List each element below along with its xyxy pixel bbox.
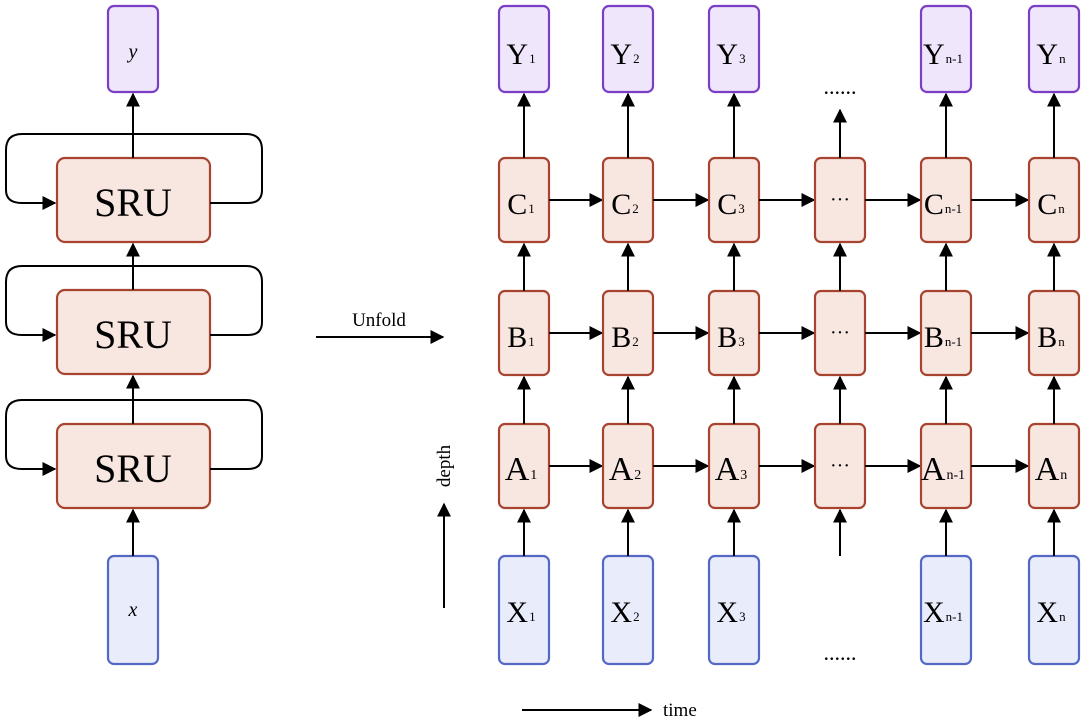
output-box-3 bbox=[707, 4, 761, 94]
cell-label-b-6: Bn bbox=[1037, 321, 1065, 354]
loop-sru-bottom bbox=[5, 399, 263, 476]
cell-label-b-4: ··· bbox=[830, 322, 850, 344]
cell-label-a-3: A3 bbox=[715, 451, 748, 488]
sru-layer-bottom-label: SRU bbox=[94, 446, 172, 491]
cell-label-c-5: Cn-1 bbox=[924, 188, 962, 221]
cell-label-c-4: ··· bbox=[830, 189, 850, 211]
output-box-4 bbox=[919, 4, 973, 94]
left-output-box bbox=[106, 4, 160, 94]
depth-label: depth bbox=[434, 444, 455, 487]
cell-label-a-5: An-1 bbox=[921, 451, 965, 488]
input-label-1: X1 bbox=[506, 596, 535, 629]
unfold-arrow-group: Unfold bbox=[316, 310, 445, 344]
loop-sru-top bbox=[5, 133, 263, 210]
input-label-5: Xn bbox=[1036, 596, 1066, 629]
depth-axis: depth bbox=[434, 444, 455, 608]
cell-label-a-2: A2 bbox=[609, 451, 642, 488]
input-label-2: X2 bbox=[610, 596, 639, 629]
output-box-2 bbox=[601, 4, 655, 94]
input-label-4: Xn-1 bbox=[923, 596, 963, 629]
input-label-3: X3 bbox=[716, 596, 745, 629]
left-output-label: y bbox=[127, 41, 138, 63]
loop-sru-middle bbox=[5, 265, 263, 342]
sru-layer-middle-label: SRU bbox=[94, 312, 172, 357]
output-label-2: Y2 bbox=[610, 38, 639, 71]
cell-label-b-3: B3 bbox=[717, 321, 745, 354]
output-label-5: Yn bbox=[1036, 38, 1066, 71]
cell-label-a-1: A1 bbox=[505, 451, 538, 488]
cell-label-a-4: ··· bbox=[830, 455, 850, 477]
output-label-1: Y1 bbox=[506, 38, 535, 71]
left-stack: y SRU SRU SRU x bbox=[5, 4, 263, 666]
ellipsis-bottom: ...... bbox=[824, 640, 857, 665]
left-input-label: x bbox=[128, 599, 138, 621]
cell-label-b-2: B2 bbox=[611, 321, 639, 354]
cell-label-b-5: Bn-1 bbox=[924, 321, 962, 354]
cell-label-c-3: C3 bbox=[717, 188, 745, 221]
output-box-1 bbox=[497, 4, 551, 94]
time-axis: time bbox=[522, 700, 697, 721]
sru-layer-top-label: SRU bbox=[94, 180, 172, 225]
cell-label-c-6: Cn bbox=[1037, 188, 1065, 221]
time-label: time bbox=[663, 700, 697, 721]
output-label-4: Yn-1 bbox=[923, 38, 963, 71]
cell-label-c-1: C1 bbox=[507, 188, 535, 221]
cell-label-b-1: B1 bbox=[507, 321, 535, 354]
unfold-label: Unfold bbox=[352, 310, 406, 331]
cell-label-a-6: An bbox=[1035, 451, 1068, 488]
ellipsis-top: ...... bbox=[824, 74, 857, 99]
output-label-3: Y3 bbox=[716, 38, 745, 71]
output-box-5 bbox=[1027, 4, 1081, 94]
cell-label-c-2: C2 bbox=[611, 188, 639, 221]
